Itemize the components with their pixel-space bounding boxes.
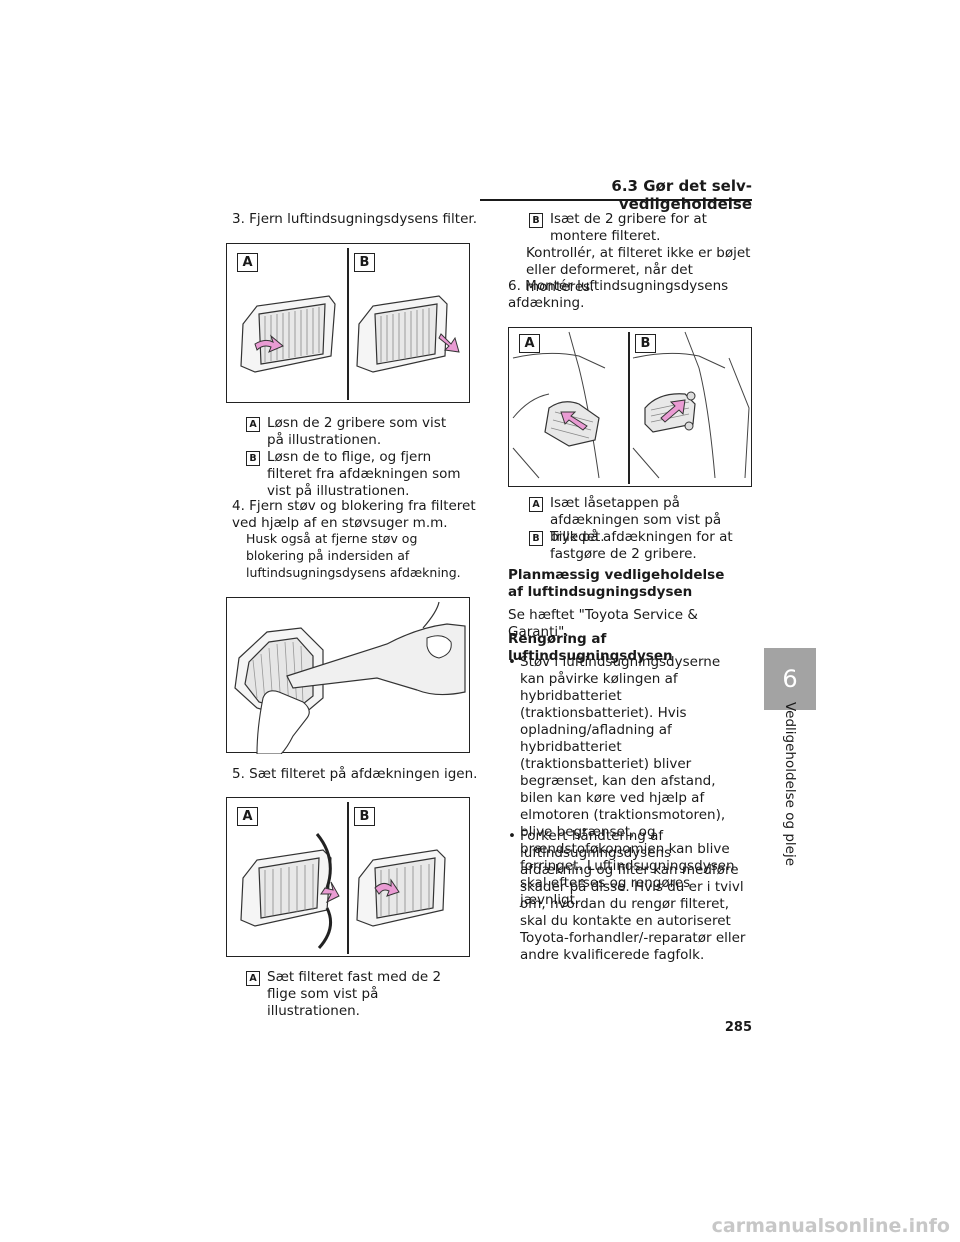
bullet-handling-warning: Forkert håndtering af luftindsugningsdys… <box>520 828 746 963</box>
figure-label-a: A <box>237 807 258 826</box>
arrow-b <box>438 333 460 353</box>
figure-label-b: B <box>354 807 375 826</box>
vacuum-cleaner <box>286 623 466 696</box>
filter-a <box>240 295 336 373</box>
heading-scheduled-maintenance: Planmæssig vedligeholdelse af luftindsug… <box>508 567 725 600</box>
arrow-b <box>660 399 686 423</box>
filter-b <box>356 295 448 373</box>
arrow-a <box>254 334 284 353</box>
filter-illustration <box>240 833 446 950</box>
bullet-marker: • <box>508 828 516 844</box>
check-text: Kontrollér, at filteret ikke er bøjet el… <box>526 245 751 295</box>
figure-remove-filter: A B <box>226 243 470 403</box>
bullet-marker: • <box>508 654 516 670</box>
figure-divider <box>347 248 349 400</box>
filter-illustration <box>240 295 460 373</box>
step-4-text: 4. Fjern støv og blokering fra filteret … <box>232 498 476 531</box>
step-badge-b: B <box>246 451 260 466</box>
arrow-a <box>320 881 340 904</box>
figure-divider <box>347 802 349 954</box>
step-5a-text: Sæt filteret fast med de 2 flige som vis… <box>267 969 442 1019</box>
step-badge-a: A <box>529 497 543 512</box>
figure-label-b: B <box>635 334 656 353</box>
figure-install-cover: A B <box>508 327 752 487</box>
heading-cleaning: Rengøring af luftindsugningsdysen <box>508 631 673 664</box>
figure-label-a: A <box>237 253 258 272</box>
chapter-title: Vedligeholdelse og pleje <box>782 701 798 867</box>
figure-label-a: A <box>519 334 540 353</box>
bullet-dust-warning: Støv i luftindsugningsdyserne kan påvirk… <box>520 654 735 908</box>
figure-reinstall-filter: A B <box>226 797 470 957</box>
step-5b-text: Isæt de 2 gribere for at montere filtere… <box>550 211 707 244</box>
arrow-a <box>560 411 588 431</box>
step-6b-text: Tryk på afdækningen for at fastgøre de 2… <box>550 529 733 562</box>
step-badge-b: B <box>529 531 543 546</box>
figure-vacuum <box>226 597 470 754</box>
page-number: 285 <box>724 1020 752 1035</box>
step-3b-text: Løsn de to flige, og fjern filteret fra … <box>267 449 461 499</box>
step-badge-a: A <box>246 971 260 986</box>
figure-label-b: B <box>354 253 375 272</box>
step-4-note: Husk også at fjerne støv og blokering på… <box>246 531 461 580</box>
watermark: carmanualsonline.info <box>711 1215 950 1237</box>
cover-illustration <box>512 331 750 479</box>
step-6-text: 6. Montér luftindsugningsdysens afdæknin… <box>508 278 729 311</box>
step-badge-b: B <box>529 213 543 228</box>
step-badge-a: A <box>246 417 260 432</box>
service-reference: Se hæftet "Toyota Service & Garanti". <box>508 607 698 640</box>
step-5-text: 5. Sæt filteret på afdækningen igen. <box>232 766 478 782</box>
vacuum-illustration <box>234 601 466 754</box>
step-3-text: 3. Fjern luftindsugningsdysens filter. <box>232 211 478 227</box>
figure-divider <box>628 332 630 484</box>
header-rule <box>480 199 752 201</box>
step-6a-text: Isæt låsetappen på afdækningen som vist … <box>550 495 722 545</box>
arrow-b <box>374 878 400 897</box>
step-3a-text: Løsn de 2 gribere som vist på illustrati… <box>267 415 447 448</box>
hand <box>256 690 310 754</box>
chapter-tab[interactable]: 6 <box>764 648 816 710</box>
section-title: 6.3 Gør det selv-vedligeholdelse <box>611 177 752 213</box>
